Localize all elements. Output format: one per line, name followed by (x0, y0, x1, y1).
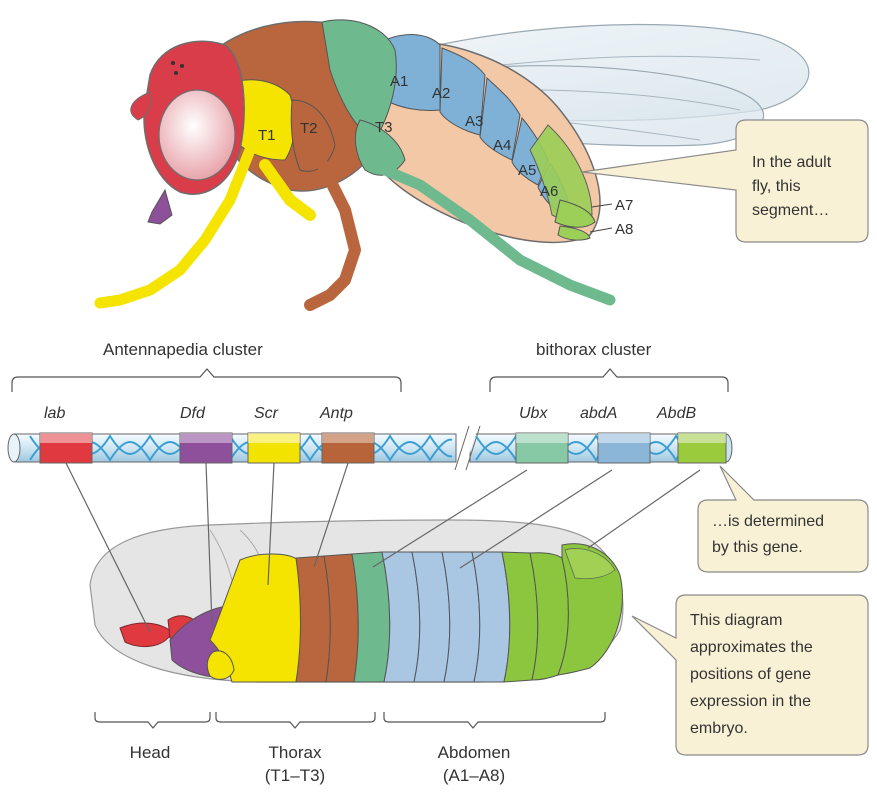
gene-label-ubx: Ubx (519, 405, 548, 422)
chromosome (8, 426, 732, 470)
callout-diagram-line-2: approximates the (690, 639, 813, 656)
callout-diagram-line-1: This diagram (690, 612, 782, 629)
fly-proboscis (148, 190, 172, 224)
region-abdomen-label: Abdomen (438, 743, 511, 762)
gene-labels: lab Dfd Scr Antp Ubx abdA AbdB (44, 405, 696, 422)
label-a1: A1 (390, 73, 408, 90)
label-a8: A8 (615, 221, 633, 238)
antennapedia-cluster-label: Antennapedia cluster (103, 340, 263, 359)
gene-label-antp: Antp (319, 405, 353, 422)
gene-label-lab: lab (44, 405, 65, 422)
fly-eye (159, 90, 235, 180)
callout-diagram-line-5: embryo. (690, 720, 748, 737)
label-t1: T1 (258, 127, 276, 144)
callout-adult-line-2: fly, this (752, 178, 801, 195)
label-a7: A7 (615, 197, 633, 214)
callout-diagram-line-3: positions of gene (690, 666, 811, 683)
label-a4: A4 (493, 137, 511, 154)
callout-adult-line-1: In the adult (752, 154, 832, 171)
bithorax-cluster-label: bithorax cluster (536, 340, 652, 359)
label-t2: T2 (300, 120, 318, 137)
label-a2: A2 (432, 85, 450, 102)
gene-label-dfd: Dfd (180, 405, 206, 422)
callout-diagram: This diagram approximates the positions … (632, 595, 868, 755)
label-a3: A3 (465, 113, 483, 130)
callout-diagram-line-4: expression in the (690, 693, 811, 710)
gene-label-abda: abdA (580, 405, 617, 422)
embryo-antp-region-1 (296, 556, 330, 682)
embryo (90, 520, 623, 682)
label-a5: A5 (518, 162, 536, 179)
callout-gene-line-1: …is determined (712, 513, 824, 530)
label-t3: T3 (375, 119, 393, 136)
cluster-brackets: Antennapedia cluster bithorax cluster (12, 340, 728, 392)
gene-label-abdb: AbdB (656, 405, 696, 422)
region-abdomen-sub: (A1–A8) (443, 766, 505, 785)
label-a6: A6 (540, 183, 558, 200)
callout-gene: …is determined by this gene. (698, 466, 868, 572)
region-thorax-sub: (T1–T3) (265, 766, 325, 785)
callout-adult-line-3: segment… (752, 202, 829, 219)
region-head-label: Head (130, 743, 171, 762)
region-thorax-label: Thorax (269, 743, 322, 762)
region-brackets (95, 712, 605, 728)
callout-gene-line-2: by this gene. (712, 539, 803, 556)
gene-label-scr: Scr (254, 405, 279, 422)
